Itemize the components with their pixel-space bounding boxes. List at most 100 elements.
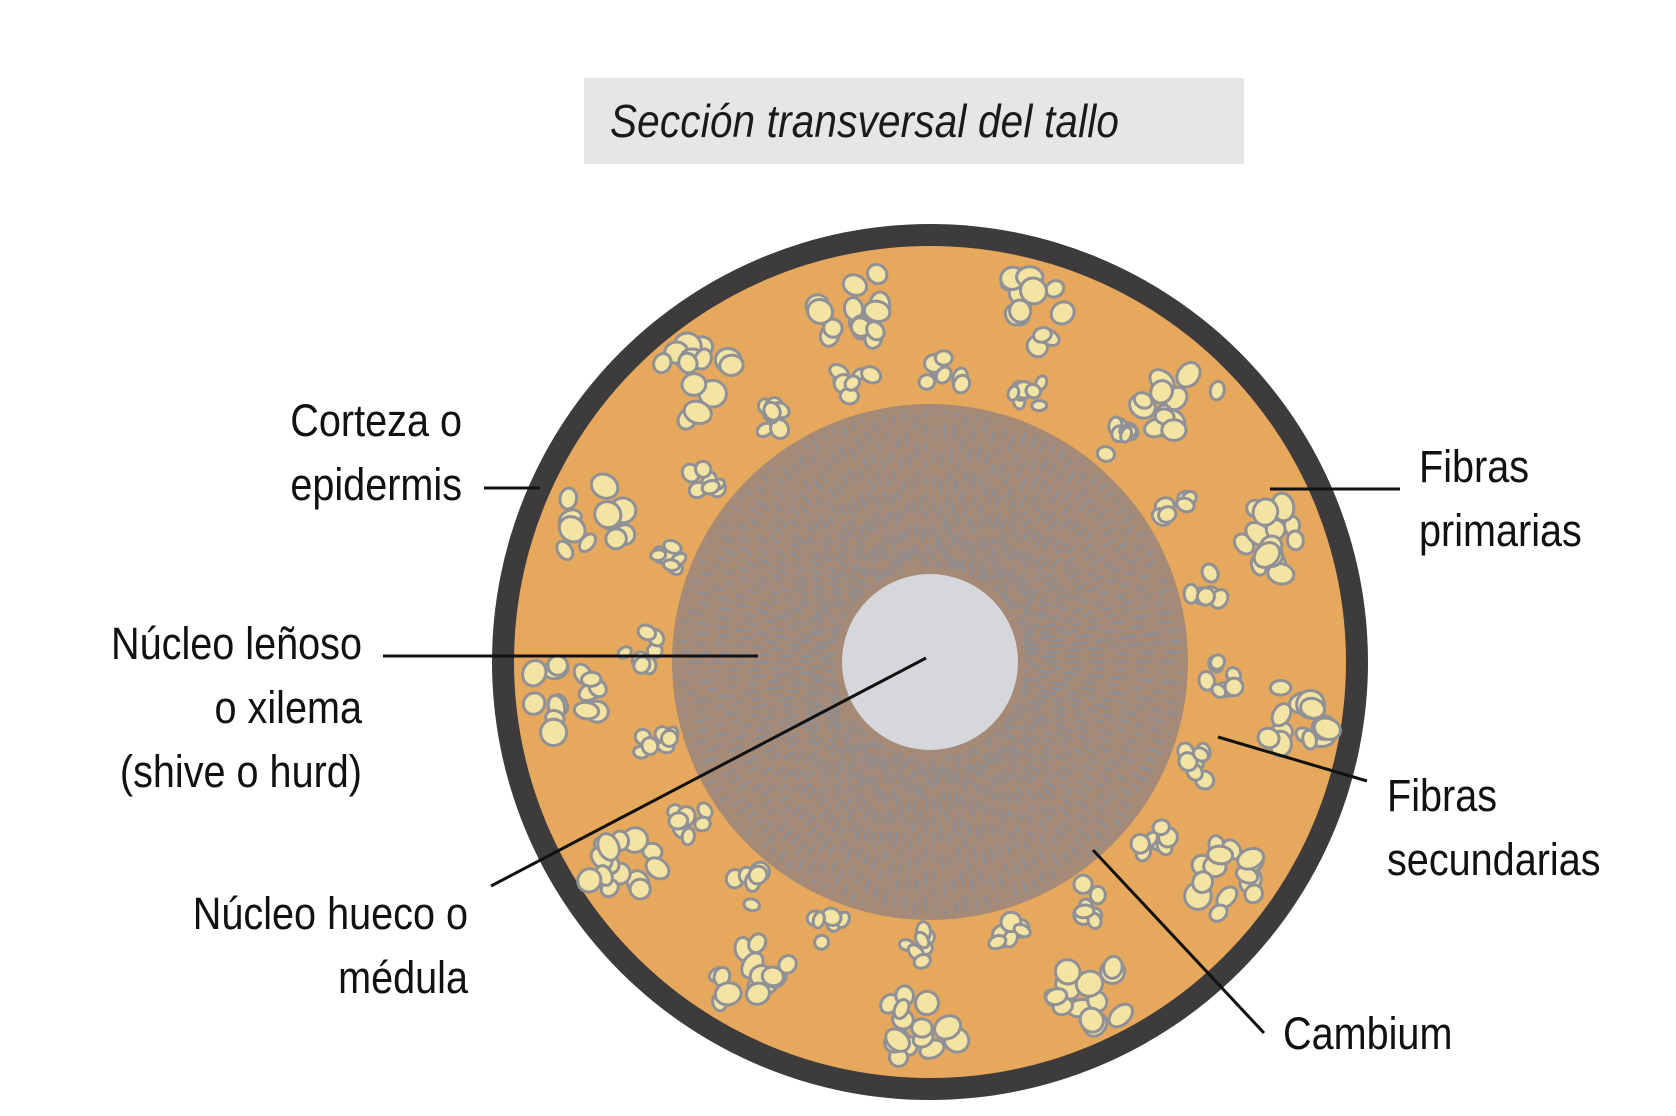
xylem-ray: [831, 429, 894, 574]
fiber-cell: [892, 998, 911, 1020]
fiber-cell: [742, 897, 762, 913]
primary-fiber-bundle: [1256, 678, 1342, 758]
fiber-cell: [1095, 445, 1116, 463]
label-nucleo-lenoso: Núcleo leñoso o xilema (shive o hurd): [40, 612, 362, 804]
xylem-ray: [678, 664, 835, 674]
xylem-ray: [1011, 530, 1147, 614]
fiber-cell: [912, 952, 932, 970]
xylem-ray: [821, 433, 891, 576]
xylem-ray: [841, 425, 898, 573]
fiber-cell: [841, 273, 869, 297]
fiber-cell: [1256, 726, 1281, 750]
label-fibras-primarias-line-1: Fibras: [1419, 441, 1530, 492]
xylem-ray: [1022, 684, 1175, 726]
xylem-ray: [691, 577, 840, 632]
fiber-cell: [1197, 669, 1216, 692]
diagram-title: Sección transversal del tallo: [610, 95, 1120, 147]
fiber-cell: [1299, 696, 1327, 720]
xylem-ray: [942, 412, 969, 568]
fiber-cell: [1206, 844, 1235, 866]
xylem-ray: [980, 448, 1067, 582]
xylem-ray: [802, 744, 884, 881]
xylem-ray: [738, 496, 859, 601]
xylem-ray: [678, 650, 835, 660]
xylem-ray: [987, 737, 1084, 864]
fiber-cell: [652, 352, 673, 375]
xylem-ray: [881, 756, 914, 910]
fiber-cell: [693, 815, 712, 833]
xylem-ray: [821, 748, 891, 891]
xylem-ray: [793, 742, 880, 876]
label-nucleo-hueco-line-1: Núcleo hueco o: [192, 888, 468, 939]
fiber-cell: [1018, 276, 1049, 306]
xylem-ray: [966, 429, 1029, 574]
fiber-cell: [860, 365, 883, 385]
fiber-cell: [1251, 497, 1280, 527]
xylem-ray: [785, 740, 877, 870]
leader-line-fibras-secundarias: [1217, 735, 1368, 783]
fiber-cell: [1175, 496, 1196, 514]
xylem-ray: [1025, 664, 1182, 674]
xylem-ray: [1011, 710, 1147, 794]
secondary-fiber-bundle: [1197, 653, 1245, 699]
fiber-cell: [806, 298, 835, 325]
xylem-ray: [1023, 608, 1177, 644]
xylem-ray: [871, 416, 910, 569]
xylem-ray: [1021, 688, 1172, 736]
fiber-cell: [1032, 326, 1053, 344]
label-nucleo-lenoso-line-3: (shive o hurd): [119, 746, 362, 797]
fiber-cell: [1191, 870, 1215, 895]
fiber-cell: [987, 934, 1008, 951]
label-cambium: Cambium: [1283, 1002, 1523, 1066]
xylem-ray: [719, 521, 851, 610]
primary-fiber-bundle: [804, 263, 892, 350]
fiber-cell: [913, 989, 941, 1017]
secondary-fiber-bundle: [917, 349, 972, 395]
label-fibras-secundarias-line-2: secundarias: [1387, 834, 1601, 885]
fiber-cell: [1191, 746, 1210, 763]
xylem-ray: [969, 433, 1039, 576]
label-fibras-secundarias-line-1: Fibras: [1387, 770, 1498, 821]
xylem-ray: [946, 756, 979, 910]
secondary-fiber-bundle: [1176, 741, 1216, 791]
fiber-cell: [1151, 818, 1171, 837]
fiber-cell: [1195, 586, 1216, 607]
secondary-fiber-bundle: [1129, 818, 1179, 863]
primary-fiber-bundle: [576, 826, 671, 901]
fiber-cell: [1078, 1006, 1105, 1034]
xylem-ray: [983, 454, 1075, 584]
xylem-ray: [719, 714, 851, 803]
xylem-ray: [983, 740, 1075, 870]
primary-fiber-bundle: [1043, 954, 1135, 1038]
fiber-cell: [632, 655, 652, 675]
xylem-ray: [1015, 548, 1157, 621]
title-box: Sección transversal del tallo: [584, 78, 1244, 164]
xylem-ray: [993, 473, 1100, 592]
fiber-cell: [1243, 883, 1265, 905]
xylem-ray: [685, 598, 838, 640]
xylem-ray: [938, 411, 958, 567]
xylem-ray: [776, 460, 873, 587]
xylem-ray: [891, 756, 918, 912]
xylem-ray: [930, 757, 937, 914]
xylem-ray: [802, 443, 884, 580]
xylem-ray: [738, 723, 859, 828]
xylem-ray: [942, 756, 969, 912]
xylem-ray: [962, 425, 1019, 573]
primary-fiber-bundle: [999, 265, 1076, 359]
xylem-ray: [1009, 714, 1141, 803]
fiber-cell: [572, 700, 601, 721]
fiber-cell: [1209, 653, 1226, 671]
xylem-ray: [725, 512, 854, 607]
xylem-ray: [999, 488, 1115, 598]
label-corteza-line-1: Corteza o: [290, 395, 462, 446]
xylem-ray: [996, 729, 1108, 843]
fiber-cell: [644, 856, 671, 881]
label-nucleo-hueco-line-2: médula: [338, 952, 468, 1003]
xylem-ray: [793, 448, 880, 582]
secondary-fiber-bundle: [724, 860, 771, 913]
xylem-ray: [902, 411, 922, 567]
xylem-ray: [681, 618, 836, 648]
xylem-rays: [678, 410, 1182, 914]
xylem-ray: [713, 530, 849, 614]
